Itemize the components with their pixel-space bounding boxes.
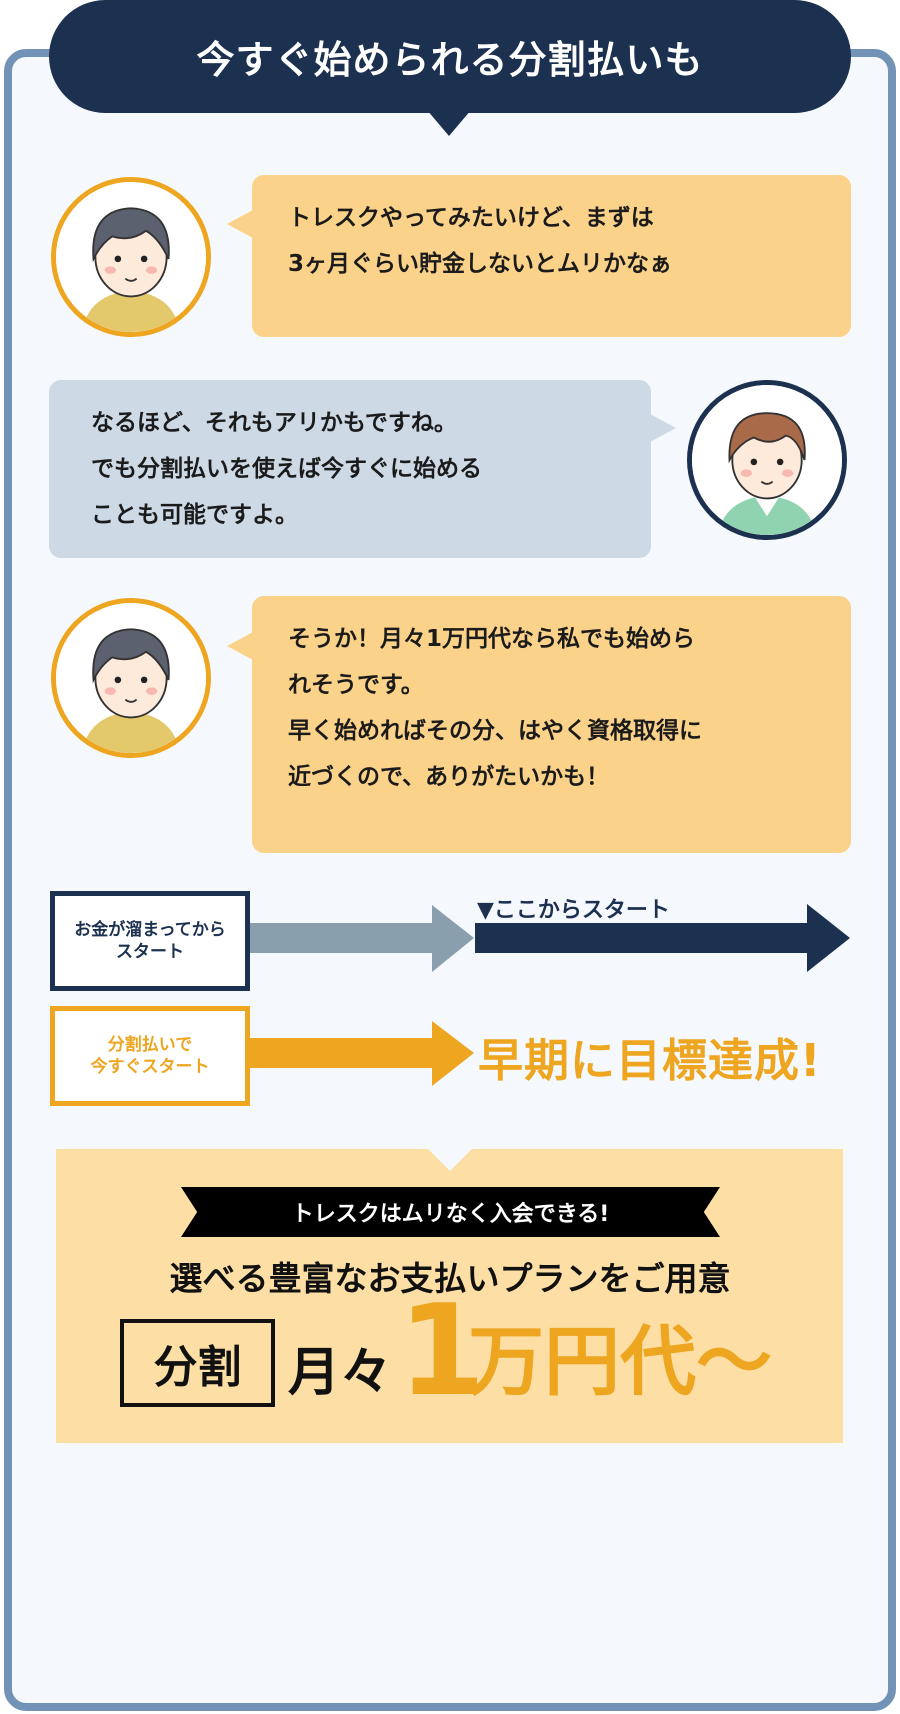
offer-headline: 選べる豊富なお支払いプランをご用意 [169,1259,731,1298]
section-title: 今すぐ始められる分割払いも [49,0,851,113]
speech-line: なるほど、それもアリかもですね。 [91,410,457,436]
speech-line: 3ヶ月ぐらい貯金しないとムリかなぁ [288,251,673,277]
box-line: 今すぐスタート [90,1057,210,1077]
goal-text: 早期に目標達成! [478,1034,822,1087]
start-here-label: ▼ここからスタート [477,898,670,923]
speech-line: 近づくので、ありがたいかも！ [288,764,610,790]
split-label-box: 分割 [120,1319,275,1407]
saving-first-box: お金が溜まってから スタート [50,891,250,991]
advisor-avatar [687,380,847,540]
box-line: 分割払いで [107,1035,193,1055]
advisor-speech-bubble: なるほど、それもアリかもですね。 でも分割払いを使えば今すぐに始める ことも可能… [49,380,651,558]
speech-line: 早く始めればその分、はやく資格取得に [288,718,702,744]
speech-line: れそうです。 [288,672,424,698]
student-avatar [51,177,211,337]
offer-ribbon: トレスクはムリなく入会できる! [181,1187,720,1237]
speech-line: そうか！月々1万円代なら私でも始めら [288,626,696,652]
student-avatar [51,598,211,758]
bubble-tail [227,632,253,660]
box-line: お金が溜まってから [74,920,226,940]
box-line: スタート [116,942,184,962]
student-speech-bubble-1: トレスクやってみたいけど、まずは 3ヶ月ぐらい貯金しないとムリかなぁ [252,175,851,337]
speech-line: ことも可能ですよ。 [91,502,298,528]
monthly-label: 月々 [288,1343,393,1403]
bubble-tail [650,414,676,442]
speech-line: でも分割払いを使えば今すぐに始める [91,456,482,482]
start-arrow [475,904,850,972]
installment-arrow [250,1021,474,1086]
student-speech-bubble-2: そうか！月々1万円代なら私でも始めら れそうです。 早く始めればその分、はやく資… [252,596,851,853]
installment-box: 分割払いで 今すぐスタート [50,1006,250,1106]
panel-notch [428,1149,472,1171]
timeline-arrows [250,904,850,1086]
amount-suffix: 万円代〜 [468,1317,772,1406]
bubble-tail [227,210,253,238]
amount-number: 1 [398,1277,486,1424]
waiting-arrow [250,905,474,972]
speech-line: トレスクやってみたいけど、まずは [288,205,654,231]
title-pointer [427,110,471,136]
